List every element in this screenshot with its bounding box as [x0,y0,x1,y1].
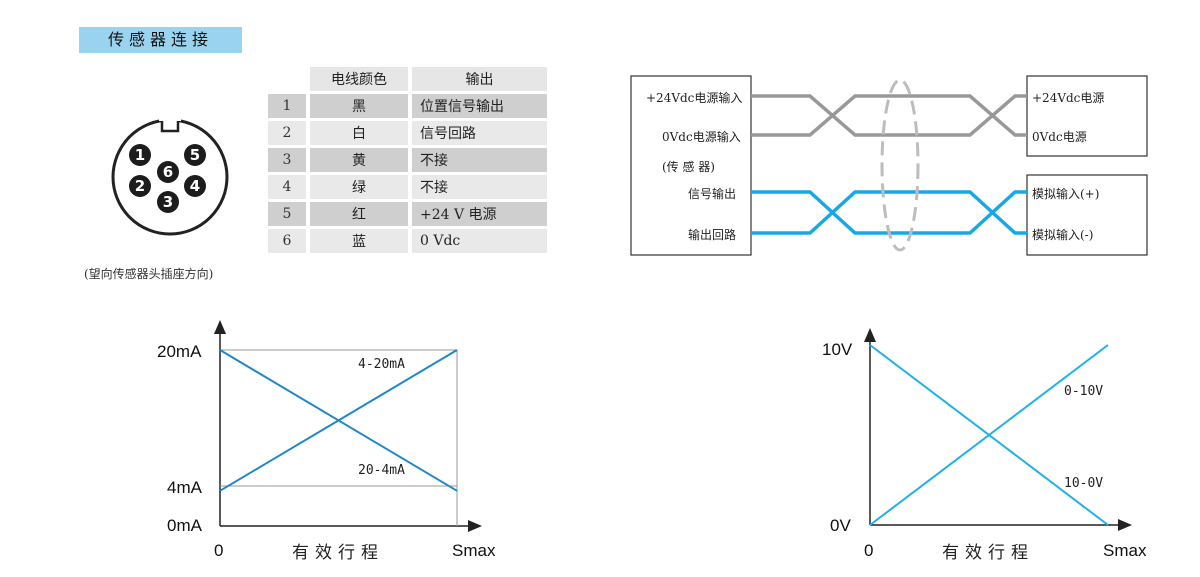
ytick-0ma: 0mA [167,516,202,535]
xlabel: 有效行程 [942,543,1034,563]
pin-3: 3 [157,191,179,213]
row-output: 不接 [412,175,547,199]
series-label-4-20: 4-20mA [358,357,405,372]
table-row: 2 白 信号回路 [268,121,547,145]
row-color: 白 [310,121,408,145]
wiring-svg [630,75,1148,256]
row-num: 6 [268,229,306,253]
ytick-10v: 10V [822,340,853,359]
section-title: 传感器连接 [79,27,242,53]
row-num: 1 [268,94,306,118]
row-color: 绿 [310,175,408,199]
ytick-0v: 0V [830,516,851,535]
label-supply-in: +24Vdc电源输入 [646,91,743,105]
voltage-series-line-2 [869,344,1109,526]
label-zero-in: 0Vdc电源输入 [662,130,741,144]
pin-2: 2 [129,175,151,197]
label-analog-pos: 模拟输入(+) [1032,187,1100,201]
row-output: 不接 [412,148,547,172]
row-num: 3 [268,148,306,172]
sensor-box [630,75,752,256]
xtick-smax: Smax [452,541,496,560]
label-sensor: (传 感 器) [662,160,715,174]
series-label-10-0: 10-0V [1064,476,1104,491]
xlabel: 有效行程 [292,543,384,563]
voltage-chart-svg [864,328,1132,531]
xtick-0: 0 [214,541,224,560]
row-num: 4 [268,175,306,199]
label-zero: 0Vdc电源 [1032,130,1087,144]
table-row: 1 黑 位置信号输出 [268,94,547,118]
row-color: 黑 [310,94,408,118]
pin-6: 6 [157,161,179,183]
blue-wires [751,190,1027,235]
header-wire-color: 电线颜色 [310,67,408,91]
row-output: 位置信号输出 [412,94,547,118]
label-analog-neg: 模拟输入(-) [1032,228,1094,242]
pin-table: 电线颜色 输出 1 黑 位置信号输出 2 白 信号回路 3 黄 不接 4 绿 不… [264,64,551,256]
xtick-smax: Smax [1103,541,1147,560]
ytick-4ma: 4mA [167,478,202,497]
connector-caption: (望向传感器头插座方向) [84,267,214,281]
power-box [1026,75,1148,157]
series-label-0-10: 0-10V [1064,384,1104,399]
row-color: 蓝 [310,229,408,253]
analog-box [1026,174,1148,256]
series-label-20-4: 20-4mA [358,463,405,478]
ytick-20ma: 20mA [157,342,202,361]
table-row: 6 蓝 0 Vdc [268,229,547,253]
xtick-0: 0 [864,541,874,560]
header-output: 输出 [412,67,547,91]
pin-1: 1 [129,144,151,166]
row-color: 红 [310,202,408,226]
row-color: 黄 [310,148,408,172]
row-output: 信号回路 [412,121,547,145]
pin-4: 4 [184,175,206,197]
label-signal-out: 信号输出 [688,187,737,201]
current-series-line-2 [219,349,458,492]
table-header-row: 电线颜色 输出 [268,67,547,91]
label-supply: +24Vdc电源 [1032,91,1105,105]
label-output-return: 输出回路 [688,228,737,242]
row-num: 2 [268,121,306,145]
row-output: 0 Vdc [412,229,547,253]
table-row: 4 绿 不接 [268,175,547,199]
current-chart-svg [214,320,482,532]
row-output: +24 V 电源 [412,202,547,226]
table-row: 5 红 +24 V 电源 [268,202,547,226]
gray-wires [751,94,1027,137]
table-row: 3 黄 不接 [268,148,547,172]
row-num: 5 [268,202,306,226]
pin-5: 5 [184,144,206,166]
shield [880,78,920,252]
